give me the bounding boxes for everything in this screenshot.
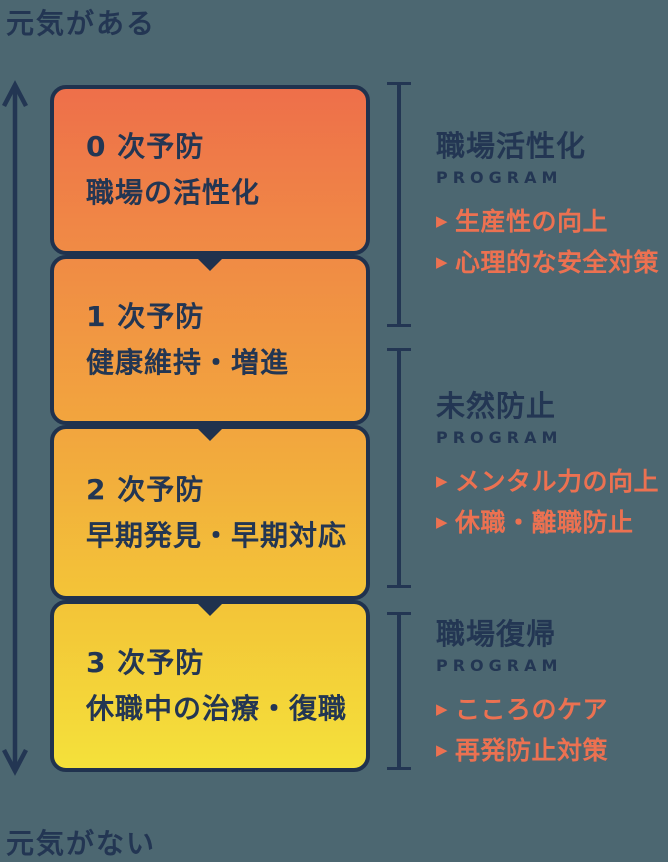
level-box-1: 1 次予防 健康維持・増進 [50,255,370,425]
program-item: ▶ こころのケア [436,689,668,730]
program-subtitle: PROGRAM [436,168,563,187]
level-box-0: 0 次予防 職場の活性化 [50,85,370,255]
program-title: 職場復帰 [436,617,557,651]
program-item: ▶ メンタル力の向上 [436,461,668,502]
program-section-proactive-prevention: 未然防止 PROGRAM ▶ メンタル力の向上 ▶ 休職・離職防止 [436,388,668,543]
level-title: 2 次予防 [86,472,205,506]
program-item-label: 休職・離職防止 [455,508,634,537]
program-item-list: ▶ 生産性の向上 ▶ 心理的な安全対策 [436,201,668,283]
level-box-3: 3 次予防 休職中の治療・復職 [50,600,370,772]
triangle-bullet-icon: ▶ [436,513,449,531]
level-title: 0 次予防 [86,130,205,163]
axis-label-top: 元気がある [6,7,157,40]
flow-down-arrow-icon [197,603,223,616]
triangle-bullet-icon: ▶ [436,472,449,490]
level-subtitle: 健康維持・増進 [86,346,290,379]
program-bracket-1 [387,82,411,327]
program-item-label: こころのケア [455,695,609,724]
program-item-list: ▶ こころのケア ▶ 再発防止対策 [436,689,668,771]
program-section-workplace-activation: 職場活性化 PROGRAM ▶ 生産性の向上 ▶ 心理的な安全対策 [436,128,668,283]
program-subtitle: PROGRAM [436,656,563,675]
triangle-bullet-icon: ▶ [436,700,449,718]
axis-label-bottom: 元気がない [6,827,157,860]
program-item: ▶ 再発防止対策 [436,730,668,771]
flow-down-arrow-icon [197,428,223,441]
program-item: ▶ 心理的な安全対策 [436,242,668,283]
triangle-bullet-icon: ▶ [436,253,449,271]
program-bracket-2 [387,348,411,588]
prevention-levels: 0 次予防 職場の活性化 1 次予防 健康維持・増進 2 次予防 早期発見・早期… [50,85,370,772]
triangle-bullet-icon: ▶ [436,212,449,230]
level-subtitle: 早期発見・早期対応 [86,518,348,552]
flow-down-arrow-icon [197,258,223,271]
program-title: 職場活性化 [436,129,587,163]
program-item: ▶ 休職・離職防止 [436,502,668,543]
program-title: 未然防止 [436,389,557,423]
level-title: 1 次予防 [86,300,205,333]
program-bracket-3 [387,612,411,770]
program-item-label: メンタル力の向上 [455,467,660,496]
level-box-2: 2 次予防 早期発見・早期対応 [50,425,370,600]
program-subtitle: PROGRAM [436,428,563,447]
program-section-return-to-work: 職場復帰 PROGRAM ▶ こころのケア ▶ 再発防止対策 [436,616,668,771]
program-item-label: 生産性の向上 [455,207,609,236]
program-item-list: ▶ メンタル力の向上 ▶ 休職・離職防止 [436,461,668,543]
energy-axis-arrow-icon [2,80,28,776]
program-item: ▶ 生産性の向上 [436,201,668,242]
level-title: 3 次予防 [86,646,205,679]
triangle-bullet-icon: ▶ [436,741,449,759]
program-item-label: 再発防止対策 [455,736,609,765]
program-item-label: 心理的な安全対策 [455,248,660,277]
level-subtitle: 職場の活性化 [86,176,261,209]
level-subtitle: 休職中の治療・復職 [86,692,348,725]
